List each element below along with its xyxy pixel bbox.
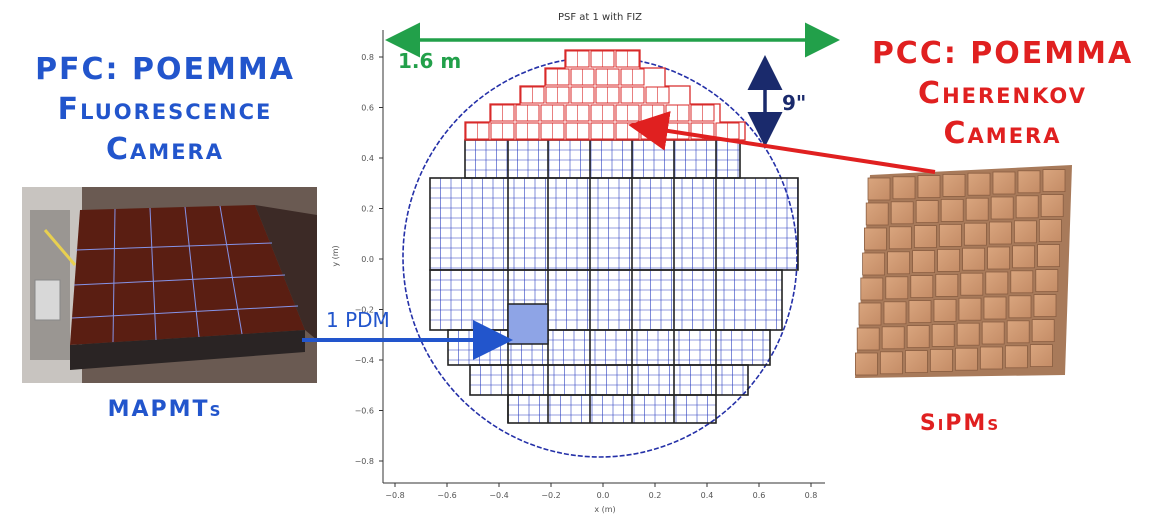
pcc-title-line-1: PCC: POEMMA xyxy=(871,36,1134,71)
height-label: 9" xyxy=(782,91,806,115)
pcc-arrow xyxy=(628,111,936,174)
pcc-title-line-3: Camera xyxy=(943,116,1062,151)
pcc-pixel-cells xyxy=(465,50,740,140)
y-tick-label: 0.4 xyxy=(361,154,374,163)
pcc-title: PCC: POEMMA Cherenkov Camera xyxy=(850,34,1155,154)
pfc-title-line-1: PFC: POEMMA xyxy=(35,52,295,87)
y-tick-label: −0.4 xyxy=(355,356,374,365)
pfc-title: PFC: POEMMA Fluorescence Camera xyxy=(0,50,330,170)
y-tick-label: 0.8 xyxy=(361,53,374,62)
x-axis-label: x (m) xyxy=(594,505,615,514)
y-tick-label: −0.2 xyxy=(355,306,374,315)
x-tick-label: 0.2 xyxy=(649,491,662,500)
y-axis-label: y (m) xyxy=(331,245,340,266)
pfc-pdm-outlines xyxy=(429,139,799,424)
x-tick-label: −0.2 xyxy=(541,491,560,500)
x-tick-label: −0.8 xyxy=(385,491,404,500)
sipm-label: SiPMs xyxy=(919,411,1001,436)
y-tick-label: 0.0 xyxy=(361,255,374,264)
y-tick-label: 0.6 xyxy=(361,104,374,113)
y-tick-label: 0.2 xyxy=(361,205,374,214)
width-label: 1.6 m xyxy=(398,49,461,73)
mapmt-photo xyxy=(22,187,317,383)
x-tick-label: 0.8 xyxy=(805,491,818,500)
pcc-title-line-2: Cherenkov xyxy=(918,76,1087,111)
pdm-label: 1 PDM xyxy=(326,308,390,332)
sipm-tiles xyxy=(855,169,1066,376)
x-tick-labels: −0.8 −0.6 −0.4 −0.2 0.0 0.2 0.4 0.6 0.8 xyxy=(385,483,817,500)
pfc-title-line-2: Fluorescence xyxy=(57,92,273,127)
x-tick-label: 0.4 xyxy=(701,491,714,500)
x-tick-label: 0.6 xyxy=(753,491,766,500)
x-tick-label: 0.0 xyxy=(597,491,610,500)
sipm-photo xyxy=(855,165,1072,378)
x-tick-label: −0.6 xyxy=(437,491,456,500)
y-tick-labels: 0.8 0.6 0.4 0.2 0.0 −0.2 −0.4 −0.6 −0.8 xyxy=(355,53,383,466)
highlighted-pdm xyxy=(507,303,549,345)
y-tick-label: −0.6 xyxy=(355,407,374,416)
pfc-pixel-lines xyxy=(430,140,798,423)
mapmt-array xyxy=(70,205,305,345)
pfc-title-line-3: Camera xyxy=(106,132,224,167)
x-tick-label: −0.4 xyxy=(489,491,508,500)
plot-title: PSF at 1 with FIZ xyxy=(558,12,642,23)
mapmt-label: MAPMTs xyxy=(107,397,223,422)
focal-surface-plot: PSF at 1 with FIZ x (m) y (m) −0.8−0.6−0… xyxy=(331,12,825,514)
y-tick-label: −0.8 xyxy=(355,457,374,466)
